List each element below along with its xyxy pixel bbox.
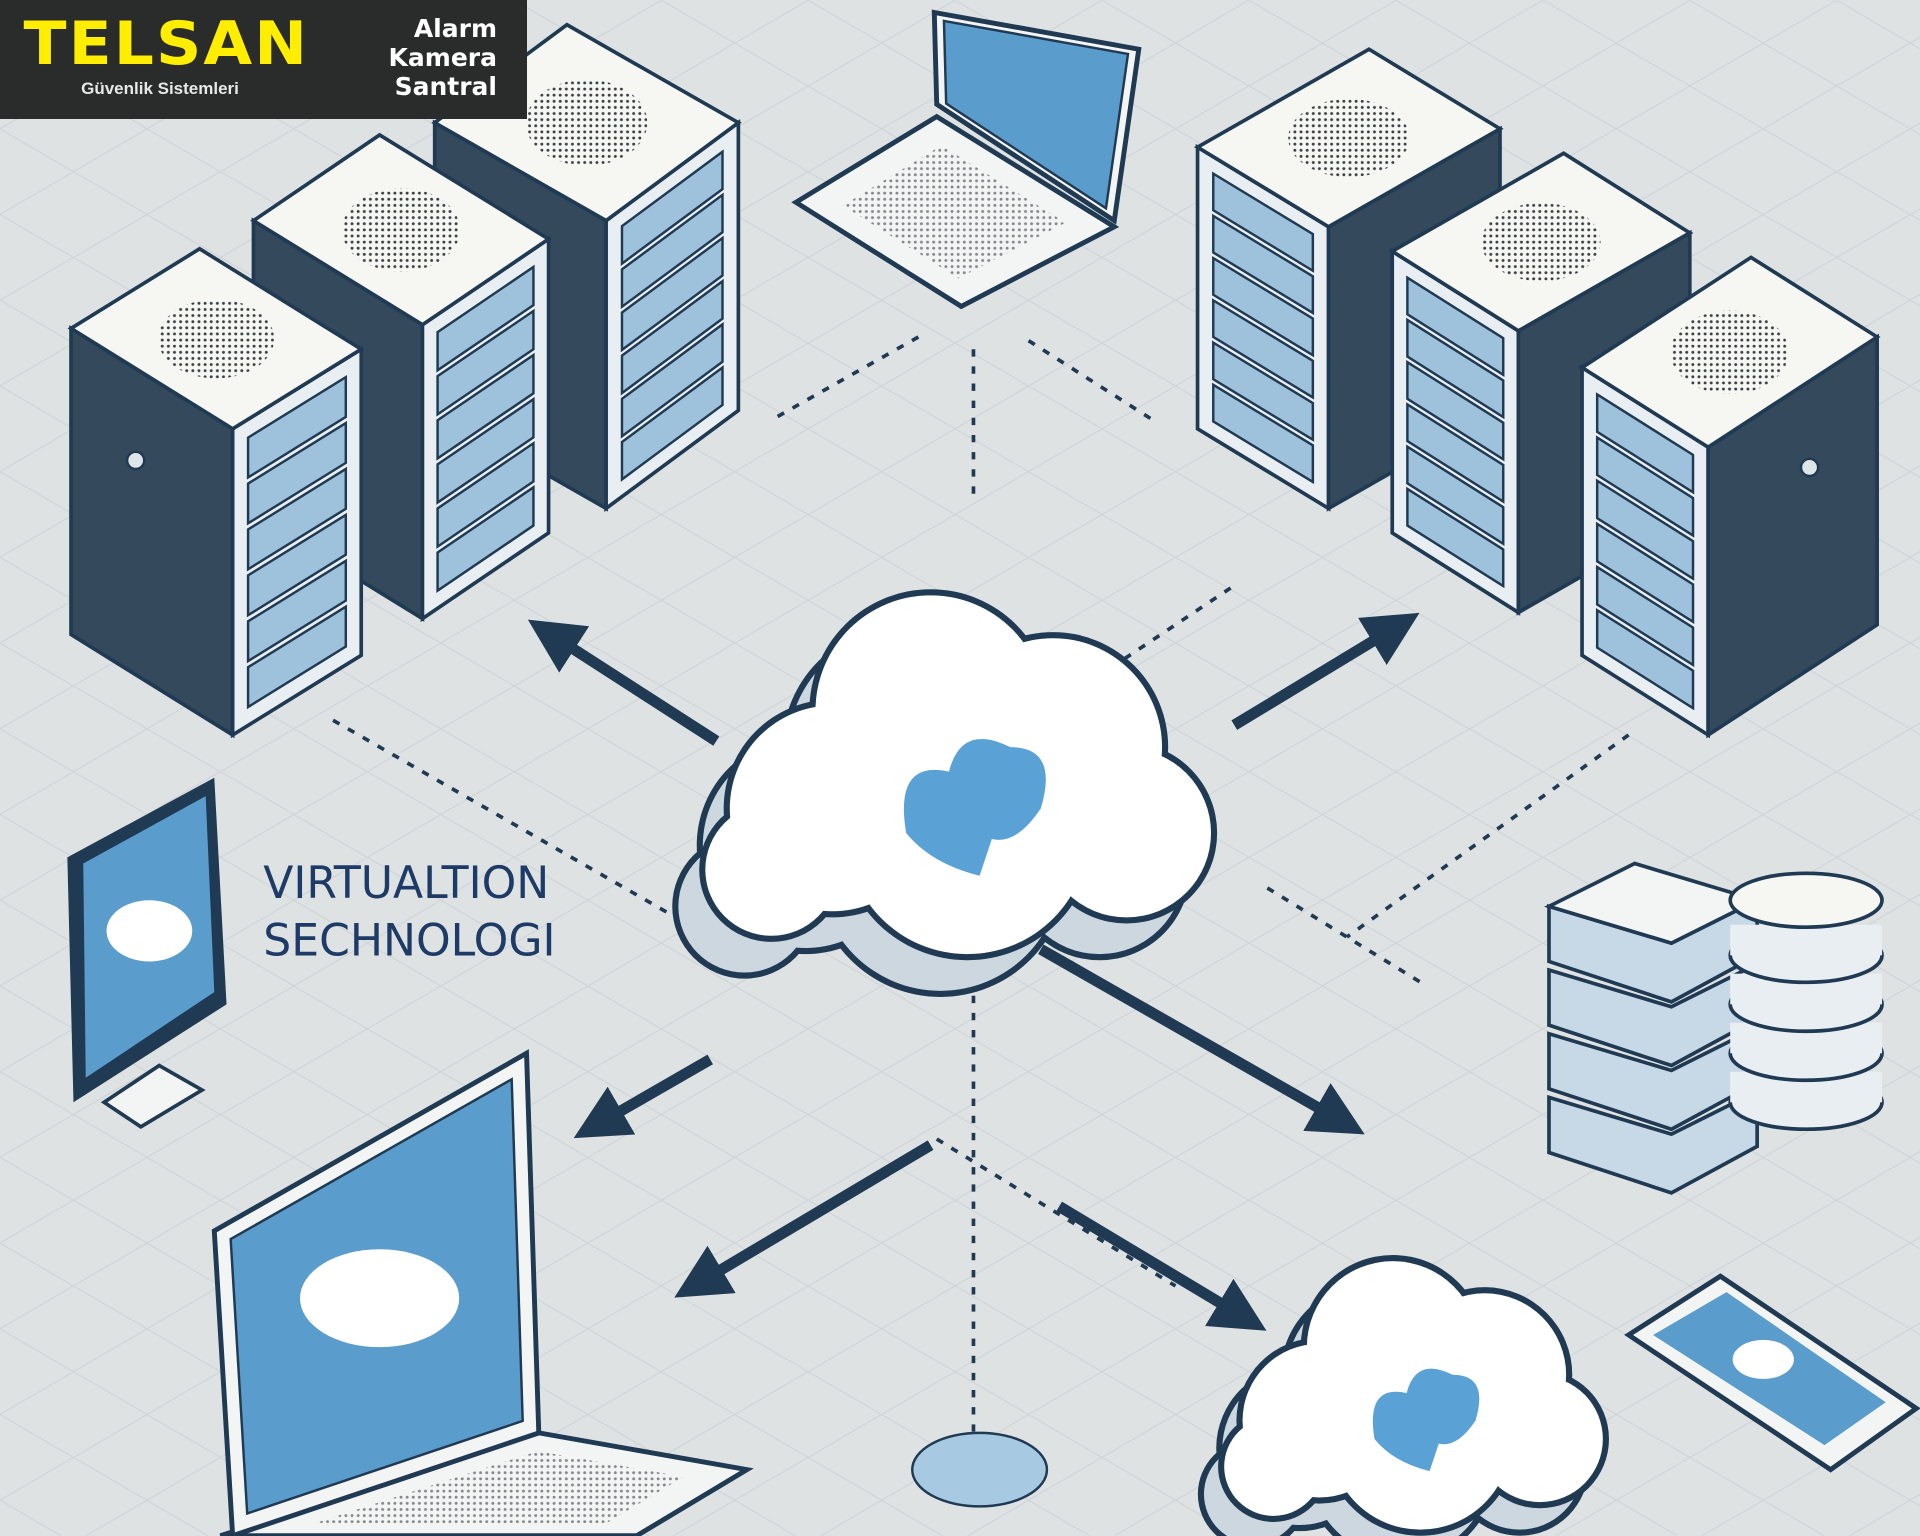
drive-bay [246, 420, 348, 526]
arrow [1231, 612, 1420, 730]
central-cloud [672, 589, 1218, 997]
dashed-connector [1345, 733, 1630, 939]
drive-bay [1212, 255, 1315, 358]
smartphone [1624, 1273, 1920, 1473]
drive-bay [246, 558, 348, 664]
drive-bay [1212, 340, 1315, 442]
drive-bay [1406, 359, 1505, 462]
laptop-screen [942, 19, 1130, 211]
power-button-icon [125, 450, 146, 471]
brand-tagline: Güvenlik Sistemleri [81, 79, 239, 98]
drive-bay [620, 365, 724, 482]
screen-cloud-icon [300, 1249, 460, 1348]
drive-bay [620, 149, 724, 267]
fan-grille-icon [158, 299, 275, 379]
drive-bay [436, 396, 535, 505]
brand-name: TELSAN [23, 9, 310, 79]
cloud-icon [1372, 1368, 1480, 1472]
services-list: Alarm Kamera Santral [389, 14, 497, 101]
drive-bay [1212, 213, 1315, 316]
fan-grille-icon [525, 79, 648, 166]
drive-bay [1406, 317, 1505, 420]
drive-bay [1595, 564, 1695, 668]
fan-grille-icon [342, 188, 461, 272]
server-tower [1578, 255, 1881, 739]
drive-bay [1212, 382, 1315, 485]
server-tower [250, 132, 552, 623]
drive-bay [620, 278, 724, 396]
devices [67, 9, 1920, 1536]
mini-cloud-icon [911, 1431, 1049, 1508]
dashed-connector [1027, 339, 1159, 425]
drive-bay [1406, 444, 1505, 547]
arrow [674, 1140, 934, 1298]
drive-bay [1595, 392, 1695, 495]
drive-bay [246, 374, 348, 480]
cloud-body [1476, 1375, 1603, 1503]
drive-bay [246, 466, 348, 572]
dashed-connector [1266, 886, 1428, 988]
dashed-connector [332, 718, 669, 915]
storage-unit [1547, 1088, 1759, 1195]
label-technology: SECHNOLOGI [263, 915, 555, 966]
drive-bay [1595, 435, 1695, 538]
drive-bay [1212, 171, 1315, 273]
drive-bay [1595, 521, 1695, 625]
drive-bay [1595, 478, 1695, 581]
arrow [1056, 1201, 1267, 1331]
database-disk-side [1730, 924, 1883, 956]
arrow [527, 619, 720, 746]
drive-bay [246, 604, 348, 710]
drive-bay [436, 440, 535, 549]
screen-icon [1732, 1339, 1794, 1380]
keyboard [315, 1451, 684, 1524]
cloud-body [1042, 748, 1212, 918]
fan-grille-icon [1670, 310, 1789, 395]
service-kamera: Kamera [388, 43, 497, 72]
fan-grille-icon [1288, 98, 1410, 178]
server-tower [67, 246, 365, 739]
storage-stack [1544, 861, 1884, 1195]
drive-bay [436, 264, 535, 373]
drive-bay [620, 235, 724, 353]
small-cloud [1197, 1255, 1609, 1536]
fan-grille-icon [1481, 203, 1601, 282]
drive-bay [1406, 402, 1505, 504]
dashed-connector [935, 1137, 1177, 1288]
service-alarm: Alarm [413, 14, 497, 43]
connector-lines [332, 335, 1630, 1440]
drive-bay [436, 352, 535, 461]
service-santral: Santral [394, 72, 497, 101]
cloud-body [1224, 1417, 1323, 1516]
cloud-icon [903, 739, 1046, 876]
keyboard [842, 145, 1066, 279]
cloud-body [705, 803, 838, 936]
tablet-stand [100, 1063, 206, 1129]
arrow [573, 1054, 713, 1139]
telsan-logo: TELSAN Güvenlik Sistemleri Alarm Kamera … [0, 0, 527, 119]
top-laptop [791, 9, 1142, 310]
drive-bay [246, 512, 348, 618]
database-top [1728, 871, 1884, 930]
screen-cloud-icon [106, 900, 193, 962]
drive-bay [620, 321, 724, 439]
drive-bay [1212, 298, 1315, 400]
drive-bay [620, 192, 724, 310]
drive-bay [436, 485, 535, 594]
dashed-connector [1119, 586, 1232, 663]
label-virtualization: VIRTUALTION [263, 858, 549, 909]
drive-bay [1406, 275, 1505, 378]
drive-bay [1595, 608, 1695, 711]
tablet [67, 777, 227, 1129]
power-button-icon [1799, 457, 1820, 478]
drive-bay [1406, 486, 1505, 589]
arrow [1038, 944, 1365, 1135]
drive-bay [436, 308, 535, 417]
